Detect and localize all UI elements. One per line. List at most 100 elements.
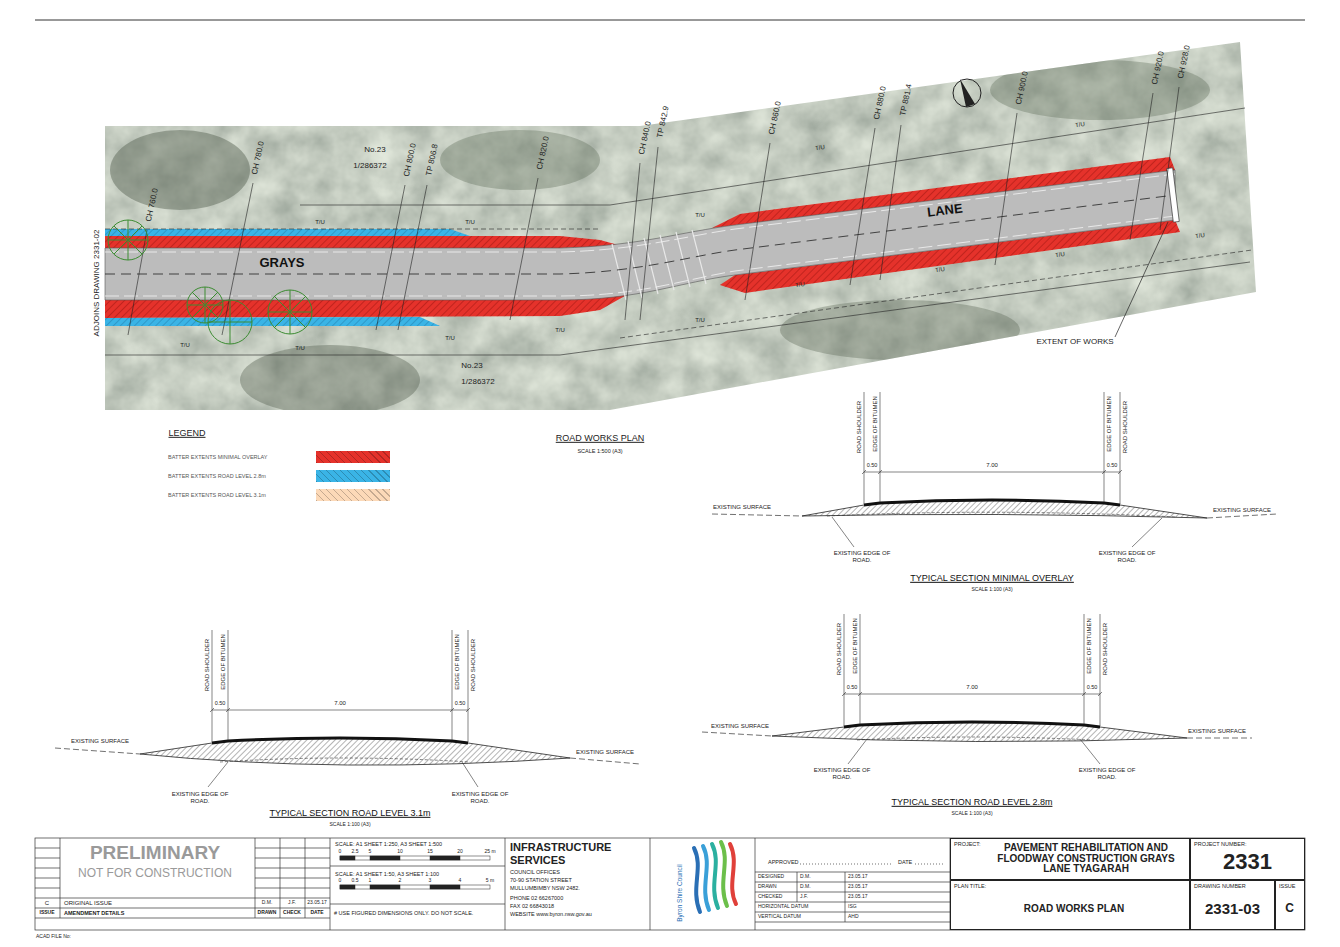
section-label: EDGE OF BITUMEN [220,634,226,690]
title-block-text: DATE [310,910,323,916]
drawing-part [208,300,252,344]
title-block-text: VERTICAL DATUM [758,914,801,920]
section-minimal-overlay [712,392,1277,547]
drawing-part [832,392,1162,547]
drawing-part [340,856,490,860]
boundary-note: T/U [1055,251,1066,259]
title-block-text: COUNCIL OFFICES [510,869,560,875]
drawing-part [105,229,470,236]
section-label: 7.00 [334,700,346,707]
drawing-part [208,630,478,787]
road-pavement [105,168,1179,300]
title-block-text: SCALE: A1 SHEET 1:50, A3 SHEET 1:100 [335,871,439,877]
boundary-note: T/U [1075,121,1086,129]
title-block-text: 25 m [484,849,495,855]
legend-swatch [316,489,390,501]
title-block-text: AHD [848,914,859,920]
drawing-part [35,838,1305,930]
drawing-part [370,856,400,860]
title-block-text: PRELIMINARY [90,842,220,864]
drawing-part [842,614,1102,764]
aerial-photo [100,40,1260,415]
drawing-part [105,170,1175,300]
title-block-text: APPROVED [768,859,799,865]
section-label: TYPICAL SECTION ROAD LEVEL 2.8m [892,797,1053,807]
title-block-text: DATE [898,859,912,865]
title-block-text: DRAWN [258,910,277,916]
drawing-part [60,838,1190,930]
title-block-text: AMENDMENT DETAILS [64,910,124,916]
title-block-text: 2.5 [352,849,359,855]
boundary-note: T/U [795,281,806,289]
drawing-part [105,236,622,248]
title-block-text: C [45,900,49,907]
boundary-lines [105,87,1252,355]
drawing-part [800,864,945,865]
title-block-text: ORIGINAL ISSUE [64,900,112,907]
title-block-cell: DRAWING NUMBER2331-03 [1190,880,1275,930]
cell-value: ROAD WORKS PLAN [1024,904,1125,915]
boundary-note: T/U [315,219,325,226]
batters [105,157,1180,326]
cell-value: C [1285,902,1294,915]
drawing-part [105,262,1250,355]
drawing-part [105,229,470,236]
boundary-note: T/U [1195,232,1206,240]
title-block-text: CHECKED [758,894,782,900]
legend-text: BATTER EXTENTS ROAD LEVEL 3.1m [168,492,266,498]
drawing-part [730,844,736,904]
title-block-text: J.F. [288,900,296,906]
cell-value: PAVEMENT REHABILITATION AND FLOODWAY CON… [989,843,1184,875]
title-block-text: D.M. [800,874,811,880]
title-block-text: 5 [369,849,372,855]
drawing-part [953,79,981,107]
title-block-text: 23.05.17 [848,894,867,900]
title-block-text: PHONE 02 66267000 [510,895,563,901]
cell-value: 2331-03 [1205,901,1260,917]
title-block-text: 15 [427,849,433,855]
section-label: ROAD SHOULDER [470,639,476,691]
drawing-part [960,79,975,107]
section-label: ROAD SHOULDER [836,623,842,675]
title-block-text: 0 [339,878,342,884]
drawing-part [755,872,950,922]
title-block-text: 10 [397,849,403,855]
section-label: EXISTING SURFACE [71,738,129,745]
title-block-text: 23.05.17 [307,900,326,906]
title-block-text: # USE FIGURED DIMENSIONS ONLY. DO NOT SC… [334,910,473,916]
drawing-part [268,290,312,334]
cell-heading: PROJECT NUMBER: [1194,841,1246,847]
title-block-text: Byron Shire Council [676,864,683,921]
drawing-part [187,287,223,323]
drawing-part [105,236,622,248]
section-label: EXISTING EDGE OF ROAD. [831,550,893,564]
drawing-part [105,229,600,230]
section-label: 7.00 [986,462,998,469]
road-name: GRAYS [259,256,304,271]
drawing-part [340,885,355,889]
section-label: EDGE OF BITUMEN [454,634,460,690]
cell-heading: PLAN TITLE: [954,883,986,889]
boundary-note: T/U [295,345,305,352]
section-label: ROAD SHOULDER [1102,623,1108,675]
title-block-text: D.M. [262,900,273,906]
boundary-note: T/U [695,317,705,324]
title-block-text: DESIGNED [758,874,784,880]
scale-note: SCALE 1:500 (A3) [577,448,622,454]
drawing-part [330,866,505,904]
sheet-border [35,20,1305,21]
title-block-text: NOT FOR CONSTRUCTION [78,867,232,881]
drawing-part [703,846,709,910]
title-block-text: ACAD FILE No: [36,934,71,940]
section-label: EXISTING EDGE OF ROAD. [1096,550,1158,564]
drawing-part [128,87,1179,335]
legend-text: BATTER EXTENTS ROAD LEVEL 2.8m [168,473,266,479]
section-label: 0.50 [215,700,226,706]
title-block-text: 20 [457,849,463,855]
section-label: EXISTING SURFACE [711,723,769,730]
drawing-part [844,722,1100,727]
boundary-note: T/U [465,219,475,226]
title-block-cell: PROJECT NUMBER:2331 [1190,838,1305,880]
title-block-text: 0.5 [352,878,359,884]
title-block-text: WEBSITE www.byron.nsw.gov.au [510,911,592,917]
